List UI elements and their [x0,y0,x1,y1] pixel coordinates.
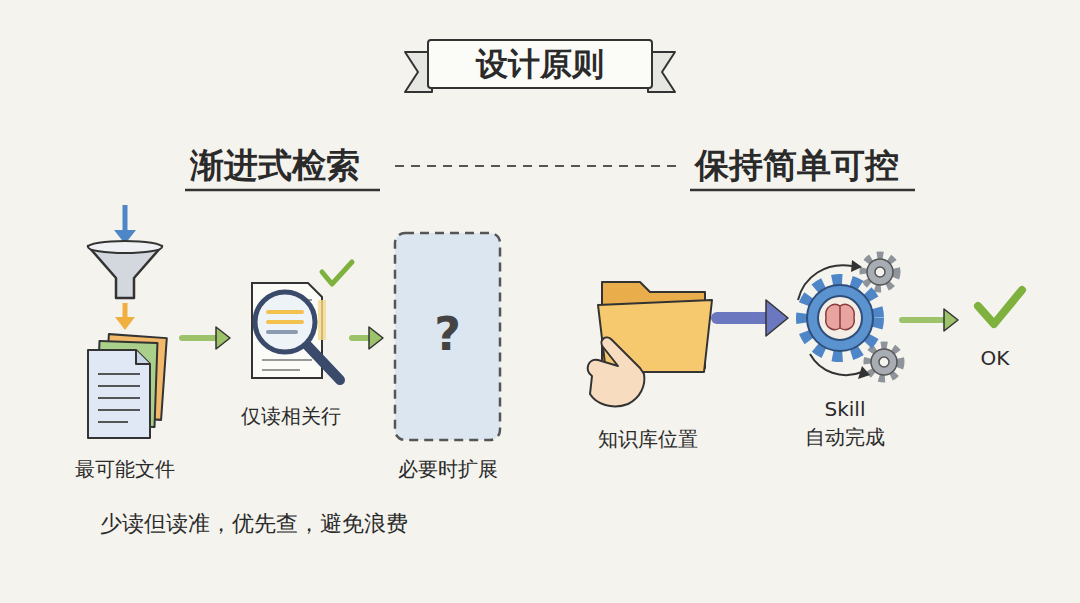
funnel-icon [88,205,162,330]
icon-node: Skill 自动完成 [790,250,900,455]
node-label: 必要时扩展 [398,455,498,483]
underline [185,189,380,192]
dashed-box [395,233,500,440]
flow-arrow [902,309,958,331]
icon-node: 仅读相关行 [232,255,350,430]
symbol-text: ? [434,308,461,360]
section-heading: 保持简单可控 [695,144,899,187]
check-mark [978,290,1022,324]
section-heading: 渐进式检索 [190,144,360,187]
node-label: 知识库位置 [598,425,698,453]
icon-node: 知识库位置 [580,265,715,455]
node-label: 最可能文件 [75,455,175,483]
title-banner [405,40,675,92]
title-text: 设计原则 [476,44,604,84]
flow-arrow [717,300,788,336]
flow-arrow [352,327,383,349]
icon-node: ? 必要时扩展 [385,228,510,488]
files-icon [88,334,167,438]
underline [690,189,915,192]
magnifier-icon [252,262,352,380]
icon-node: OK [960,280,1030,375]
node-label: OK [981,344,1010,372]
hand-icon [588,338,645,407]
node-label: Skill 自动完成 [802,395,888,451]
dashed-link [395,165,680,167]
icon-node: 最可能文件 [70,200,180,485]
note-text: 少读但读准，优先查，避免浪费 [100,510,408,538]
node-label: 仅读相关行 [241,402,341,430]
flow-arrow [182,327,230,349]
gears-icon [798,256,900,379]
